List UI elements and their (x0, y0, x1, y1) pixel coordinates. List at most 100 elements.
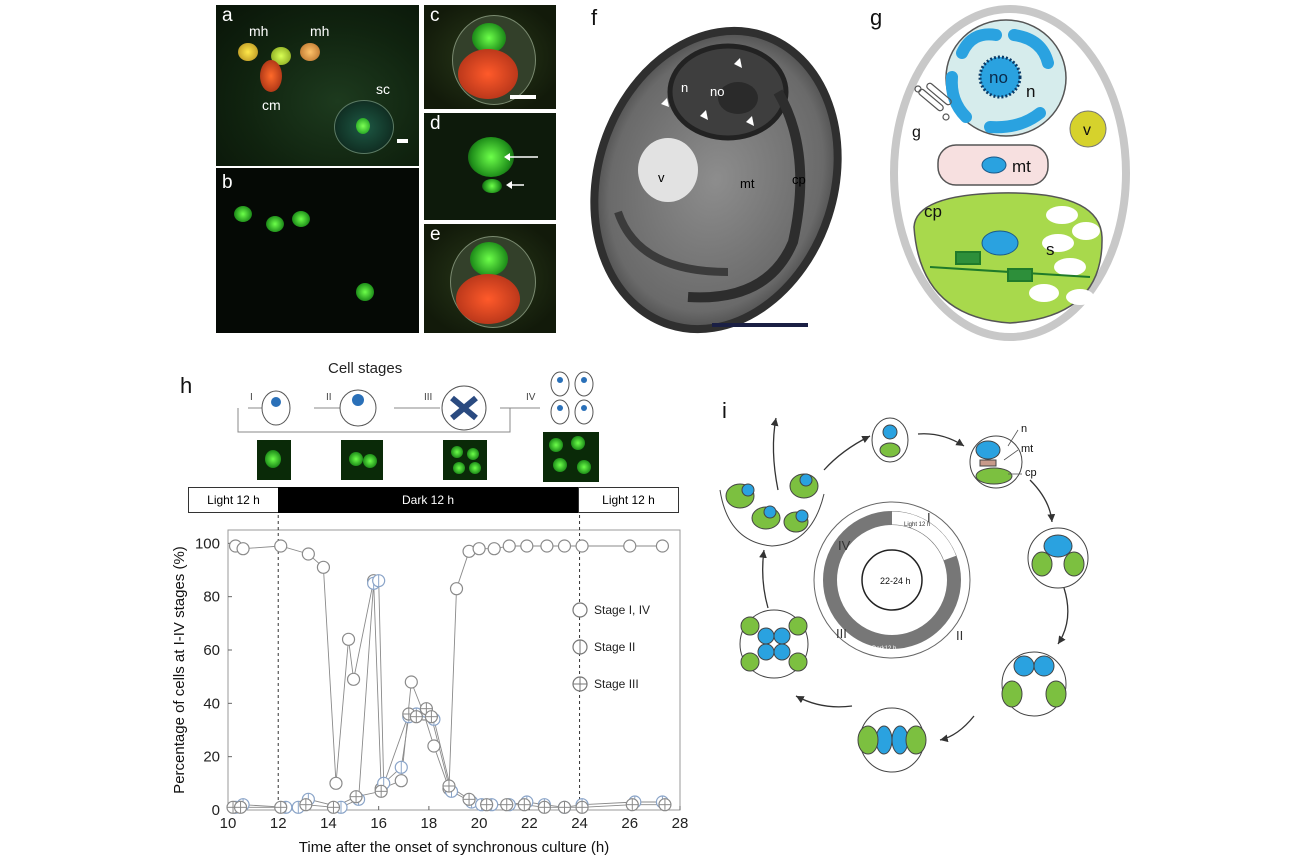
data-point (346, 672, 361, 686)
panel-f-tem-image: n no v mt cp (590, 26, 842, 334)
y-tick-label: 60 (203, 642, 220, 659)
label-cp: cp (1025, 467, 1037, 479)
label-mt: mt (1021, 443, 1033, 455)
x-tick-label: 24 (571, 815, 588, 832)
data-point (472, 542, 486, 556)
cm-signal (260, 60, 282, 92)
legend-marker (572, 602, 588, 618)
light-period-right: Light 12 h (578, 487, 679, 513)
x-tick-label: 12 (270, 815, 287, 832)
x-tick-label: 16 (370, 815, 387, 832)
panel-a-letter: a (222, 5, 233, 26)
stage-numeral-iii: III (424, 392, 432, 403)
label-mh-left: mh (249, 23, 269, 39)
green-spot (356, 283, 374, 301)
data-point (502, 539, 516, 553)
label-mt: mt (740, 176, 755, 191)
green-spot (234, 206, 252, 222)
label-v: v (658, 170, 665, 185)
label-cm: cm (262, 97, 281, 113)
ring-light-label: Light 12 h (904, 522, 930, 528)
dark-period: Dark 12 h (278, 487, 578, 513)
label-cp: cp (792, 172, 806, 187)
legend-entry: Stage I, IV (594, 603, 650, 617)
series-line (235, 545, 663, 790)
x-axis-label: Time after the onset of synchronous cult… (299, 839, 609, 856)
panel-i-cycle-diagram: 22-24 h Light 12 h Dark12 h I II III IV … (719, 417, 1089, 773)
label-s: s (1046, 240, 1055, 259)
data-point (557, 539, 572, 553)
scale-bar (397, 139, 408, 143)
data-point (341, 632, 356, 646)
label-g: g (912, 124, 921, 141)
ring-numeral-i: I (927, 510, 931, 525)
arrow-icon (504, 153, 538, 189)
green-spot (266, 216, 284, 232)
ring-dark-label: Dark12 h (872, 646, 896, 652)
x-tick-label: 18 (421, 815, 438, 832)
data-point (623, 539, 637, 553)
x-tick-label: 14 (320, 815, 337, 832)
cycle-center-label: 22-24 h (880, 576, 911, 586)
stage-i-micrograph (257, 440, 291, 480)
data-point (316, 560, 331, 574)
y-tick-label: 20 (203, 749, 220, 766)
panel-g-letter: g (870, 5, 883, 30)
stage-numeral-iv: IV (526, 392, 536, 403)
label-n: n (1026, 82, 1035, 101)
stage-ii-micrograph (341, 440, 383, 480)
panel-i-letter: i (722, 398, 727, 423)
x-tick-label: 22 (521, 815, 538, 832)
label-n: n (1021, 423, 1027, 435)
x-tick-label: 20 (471, 815, 488, 832)
y-tick-label: 0 (212, 802, 220, 819)
panel-d-micrograph: d (424, 113, 556, 220)
y-axis-label: Percentage of cells at I-IV stages (%) (171, 546, 188, 794)
data-point (301, 547, 315, 561)
panel-g-cell-diagram: no n g v mt s cp (890, 5, 1130, 341)
data-point (404, 675, 418, 689)
data-point (520, 539, 534, 553)
data-point (427, 739, 441, 753)
y-tick-label: 80 (203, 589, 220, 606)
y-tick-label: 40 (203, 695, 220, 712)
green-signal-small (482, 179, 502, 193)
panel-e-micrograph: e (424, 224, 556, 333)
golgi-icon (914, 82, 952, 121)
data-point (329, 776, 343, 790)
panel-h-letter: h (180, 373, 193, 398)
panel-c-letter: c (430, 5, 440, 26)
label-cp: cp (924, 202, 942, 221)
x-tick-label: 28 (672, 815, 689, 832)
data-point (540, 539, 554, 553)
green-signal (470, 242, 508, 276)
stage-schematic: I II III IV (237, 371, 594, 433)
ring-numeral-ii: II (956, 628, 963, 643)
red-signal (458, 49, 518, 99)
panel-f-letter: f (591, 5, 598, 30)
x-tick-label: 10 (220, 815, 237, 832)
ring-numeral-iv: IV (838, 538, 851, 553)
stage-numeral-ii: II (326, 392, 332, 403)
scale-bar (510, 95, 536, 99)
stage-iv-micrograph (543, 432, 599, 482)
data-point (449, 582, 464, 596)
mh-signal-right (300, 43, 320, 61)
mh-signal-left (238, 43, 258, 61)
label-mh-right: mh (310, 23, 330, 39)
stage-iii-micrograph (443, 440, 487, 480)
light-period-left: Light 12 h (188, 487, 279, 513)
panel-e-letter: e (430, 224, 441, 245)
panel-c-micrograph: c (424, 5, 556, 109)
data-point (487, 542, 501, 556)
label-no: no (710, 84, 724, 99)
green-spot (292, 211, 310, 227)
data-point (394, 774, 408, 788)
label-v: v (1083, 122, 1091, 139)
data-point (274, 539, 288, 553)
plot-frame (227, 529, 681, 811)
mh-signal-mid (271, 47, 291, 65)
x-tick-label: 26 (621, 815, 638, 832)
panel-b-letter: b (222, 172, 233, 193)
